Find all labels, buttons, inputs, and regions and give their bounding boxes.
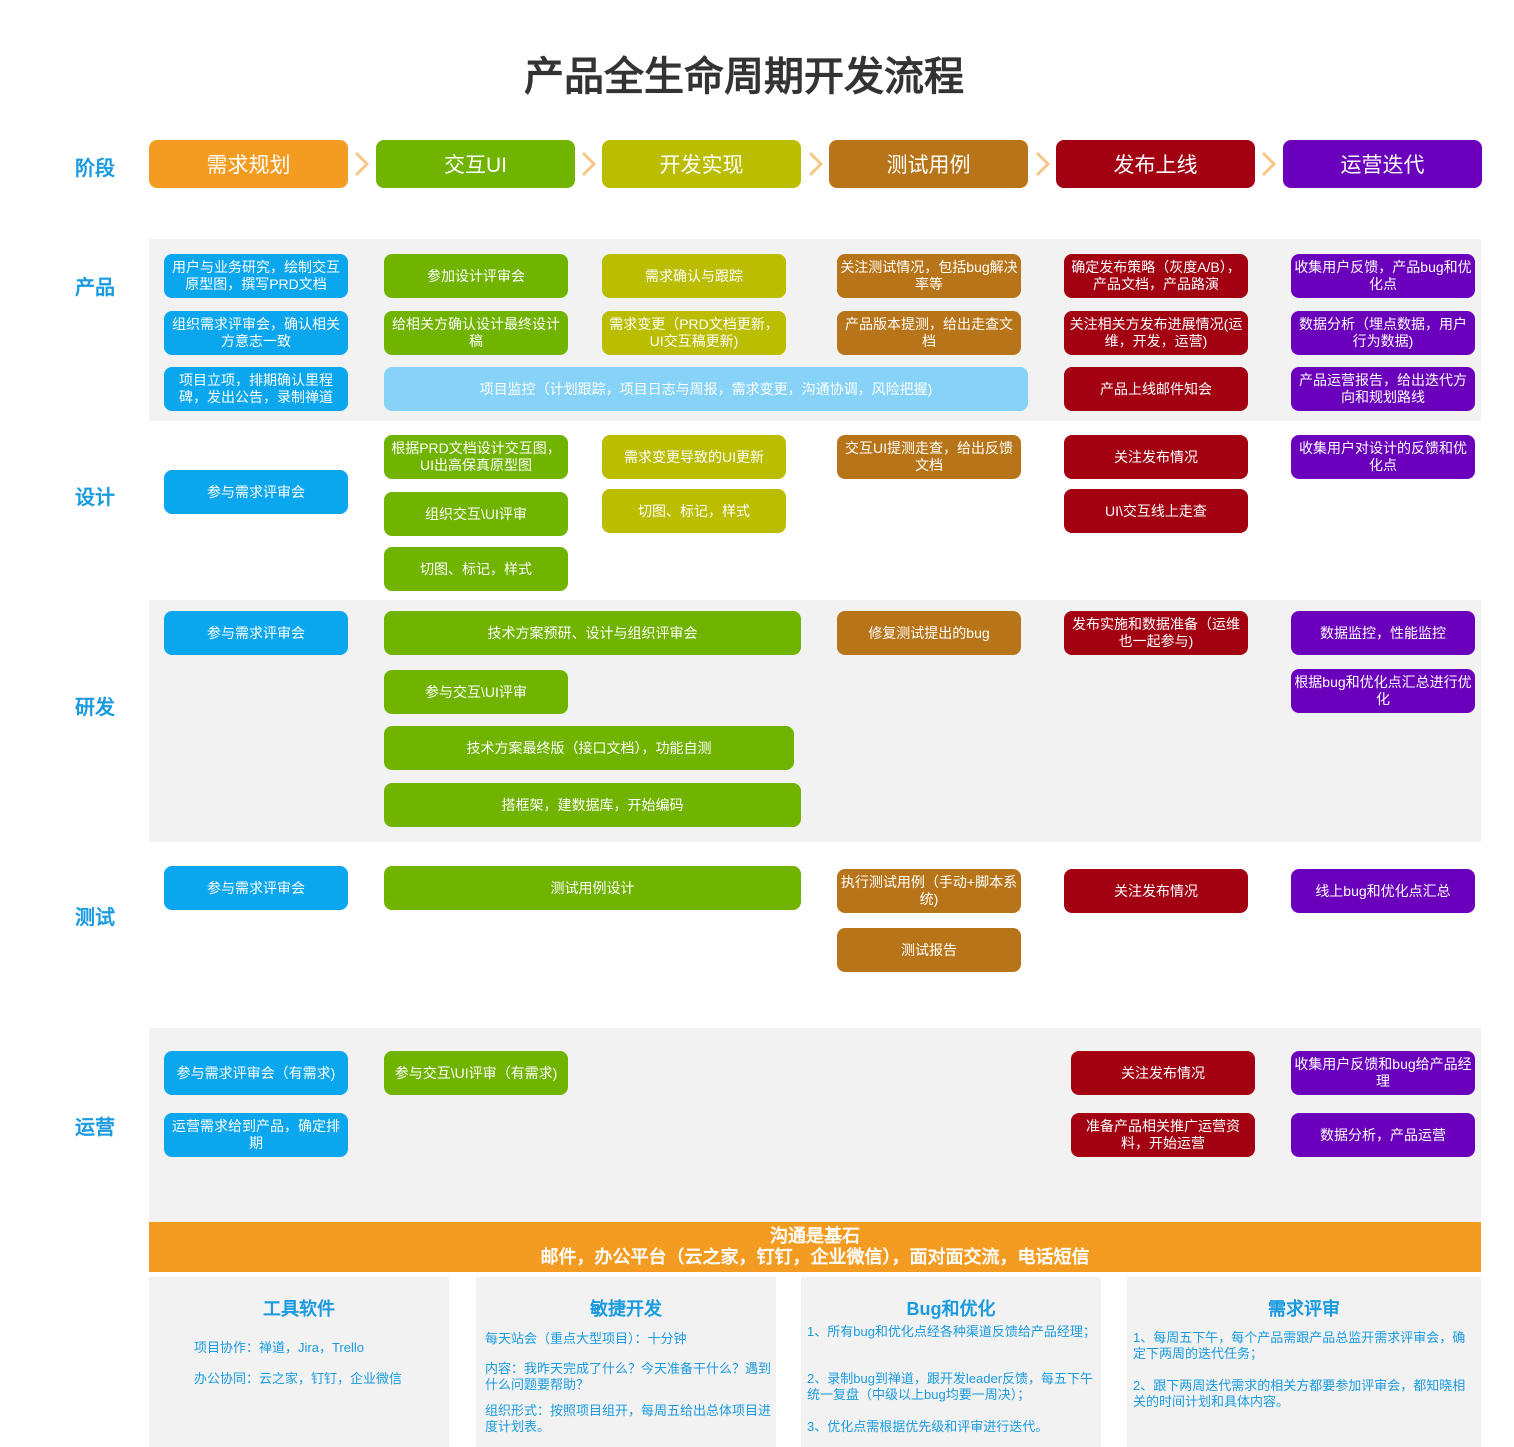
ops-ui-review-box: 参与交互\UI评审（有需求) [384,1051,568,1095]
dev-monitor-box: 数据监控，性能监控 [1291,611,1475,655]
product-release-progress-box: 关注相关方发布进展情况(运维，开发，运营) [1064,311,1248,355]
test-online-bug-box: 线上bug和优化点汇总 [1291,869,1475,913]
design-online-check-box: UI\交互线上走查 [1064,489,1248,533]
panel-line: 3、优化点需根据优先级和评审进行迭代。 [807,1419,1049,1434]
panel-line: 项目协作：禅道，Jira，Trello [194,1340,364,1355]
dev-tech-research-box: 技术方案预研、设计与组织评审会 [384,611,801,655]
row-label-stage: 阶段 [75,158,115,180]
panel-requirement-review: 需求评审 1、每周五下午，每个产品需跟产品总监开需求评审会，确定下两周的迭代任务… [1127,1277,1481,1447]
row-label-dev: 研发 [75,697,115,719]
design-slicing-box: 切图、标记，样式 [384,547,568,591]
phase-development: 开发实现 [602,140,801,188]
chevron-right-icon [354,151,370,177]
panel-line: 1、所有bug和优化点经各种渠道反馈给产品经理； [807,1324,1096,1339]
dev-coding-box: 搭框架，建数据库，开始编码 [384,783,801,827]
product-kickoff-box: 项目立项，排期确认里程碑，发出公告，录制禅道 [164,367,348,411]
dev-attend-ui-review-box: 参与交互\UI评审 [384,670,568,714]
ops-promo-box: 准备产品相关推广运营资料，开始运营 [1071,1113,1255,1157]
dev-bugfix-box: 修复测试提出的bug [837,611,1021,655]
panel-title: 需求评审 [1268,1299,1340,1319]
panel-line: 办公协同：云之家，钉钉，企业微信 [194,1371,403,1386]
product-confirm-design-box: 给相关方确认设计最终设计稿 [384,311,568,355]
test-attend-review-box: 参与需求评审会 [164,866,348,910]
product-launch-email-box: 产品上线邮件知会 [1064,367,1248,411]
chevron-right-icon [1261,151,1277,177]
page-title: 产品全生命周期开发流程 [524,55,964,99]
panel-tools: 工具软件 项目协作：禅道，Jira，Trello 办公协同：云之家，钉钉，企业微… [149,1277,449,1447]
chevron-right-icon [581,151,597,177]
band-design [149,421,1481,600]
panel-line: 2、录制bug到禅道，跟开发leader反馈，每五下午统一复盘（中级以上bug均… [807,1371,1094,1402]
panel-line: 1、每周五下午，每个产品需跟产品总监开需求评审会，确定下两周的迭代任务； [1133,1330,1466,1361]
product-version-submit-box: 产品版本提测，给出走查文档 [837,311,1021,355]
band-test [149,842,1481,1028]
chevron-right-icon [1035,151,1051,177]
product-requirement-tracking-box: 需求确认与跟踪 [602,254,786,298]
product-project-monitor-box: 项目监控（计划跟踪，项目日志与周报，需求变更，沟通协调，风险把握) [384,367,1028,411]
phase-interaction-ui: 交互UI [376,140,575,188]
product-feedback-box: 收集用户反馈，产品bug和优化点 [1291,254,1475,298]
panel-title: 敏捷开发 [590,1299,662,1319]
band-dev [149,600,1481,842]
ops-feedback-box: 收集用户反馈和bug给产品经理 [1291,1051,1475,1095]
product-test-watch-box: 关注测试情况，包括bug解决率等 [837,254,1021,298]
dev-deploy-box: 发布实施和数据准备（运维也一起参与) [1064,611,1248,655]
panel-title: Bug和优化 [906,1299,996,1319]
product-requirement-change-box: 需求变更（PRD文档更新，UI交互稿更新) [602,311,786,355]
communication-foundation-bar: 沟通是基石 邮件，办公平台（云之家，钉钉，企业微信），面对面交流，电话短信 [149,1222,1481,1272]
ops-attend-review-box: 参与需求评审会（有需求) [164,1051,348,1095]
product-review-box: 组织需求评审会，确认相关方意志一致 [164,311,348,355]
panel-title: 工具软件 [263,1299,335,1319]
test-release-watch-box: 关注发布情况 [1064,869,1248,913]
panel-agile: 敏捷开发 每天站会（重点大型项目）：十分钟 内容：我昨天完成了什么？今天准备干什… [476,1277,776,1447]
test-report-box: 测试报告 [837,928,1021,972]
design-prototype-box: 根据PRD文档设计交互图，UI出高保真原型图 [384,435,568,479]
product-design-review-box: 参加设计评审会 [384,254,568,298]
phase-operations: 运营迭代 [1283,140,1482,188]
row-label-design: 设计 [75,487,115,509]
phase-requirements: 需求规划 [149,140,348,188]
dev-optimize-box: 根据bug和优化点汇总进行优化 [1291,669,1475,713]
product-release-strategy-box: 确定发布策略（灰度A/B），产品文档，产品路演 [1064,254,1248,298]
panel-line: 组织形式：按照项目组开，每周五给出总体项目进度计划表。 [485,1403,772,1434]
ops-requirement-box: 运营需求给到产品，确定排期 [164,1113,348,1157]
panel-line: 2、跟下两周迭代需求的相关方都要参加评审会，都知晓相关的时间计划和具体内容。 [1133,1378,1466,1409]
row-label-product: 产品 [75,277,115,299]
dev-tech-final-box: 技术方案最终版（接口文档），功能自测 [384,726,794,770]
design-ui-walkthrough-box: 交互UI提测走查，给出反馈文档 [837,435,1021,479]
panel-line: 内容：我昨天完成了什么？今天准备干什么？遇到什么问题要帮助？ [485,1361,772,1392]
design-release-watch-box: 关注发布情况 [1064,435,1248,479]
product-ops-report-box: 产品运营报告，给出迭代方向和规划路线 [1291,367,1475,411]
chevron-right-icon [808,151,824,177]
dev-attend-review-box: 参与需求评审会 [164,611,348,655]
foundation-title: 沟通是基石 [770,1226,860,1246]
ops-release-watch-box: 关注发布情况 [1071,1051,1255,1095]
phase-testing: 测试用例 [829,140,1028,188]
phase-release: 发布上线 [1056,140,1255,188]
panel-bug-optimization: Bug和优化 1、所有bug和优化点经各种渠道反馈给产品经理； 2、录制bug到… [801,1277,1101,1447]
foundation-channels: 邮件，办公平台（云之家，钉钉，企业微信），面对面交流，电话短信 [540,1247,1090,1267]
design-attend-review-box: 参与需求评审会 [164,470,348,514]
design-organize-ui-review-box: 组织交互\UI评审 [384,492,568,536]
design-slicing-dev-box: 切图、标记，样式 [602,489,786,533]
test-case-design-box: 测试用例设计 [384,866,801,910]
row-label-ops: 运营 [75,1117,115,1139]
product-research-box: 用户与业务研究，绘制交互原型图，撰写PRD文档 [164,254,348,298]
product-data-analysis-box: 数据分析（埋点数据，用户行为数据) [1291,311,1475,355]
design-ui-update-box: 需求变更导致的UI更新 [602,435,786,479]
test-execute-box: 执行测试用例（手动+脚本系统) [837,869,1021,913]
row-label-test: 测试 [75,907,115,929]
design-feedback-box: 收集用户对设计的反馈和优化点 [1291,435,1475,479]
ops-data-analysis-box: 数据分析，产品运营 [1291,1113,1475,1157]
panel-line: 每天站会（重点大型项目）：十分钟 [485,1331,687,1346]
band-ops [149,1028,1481,1222]
